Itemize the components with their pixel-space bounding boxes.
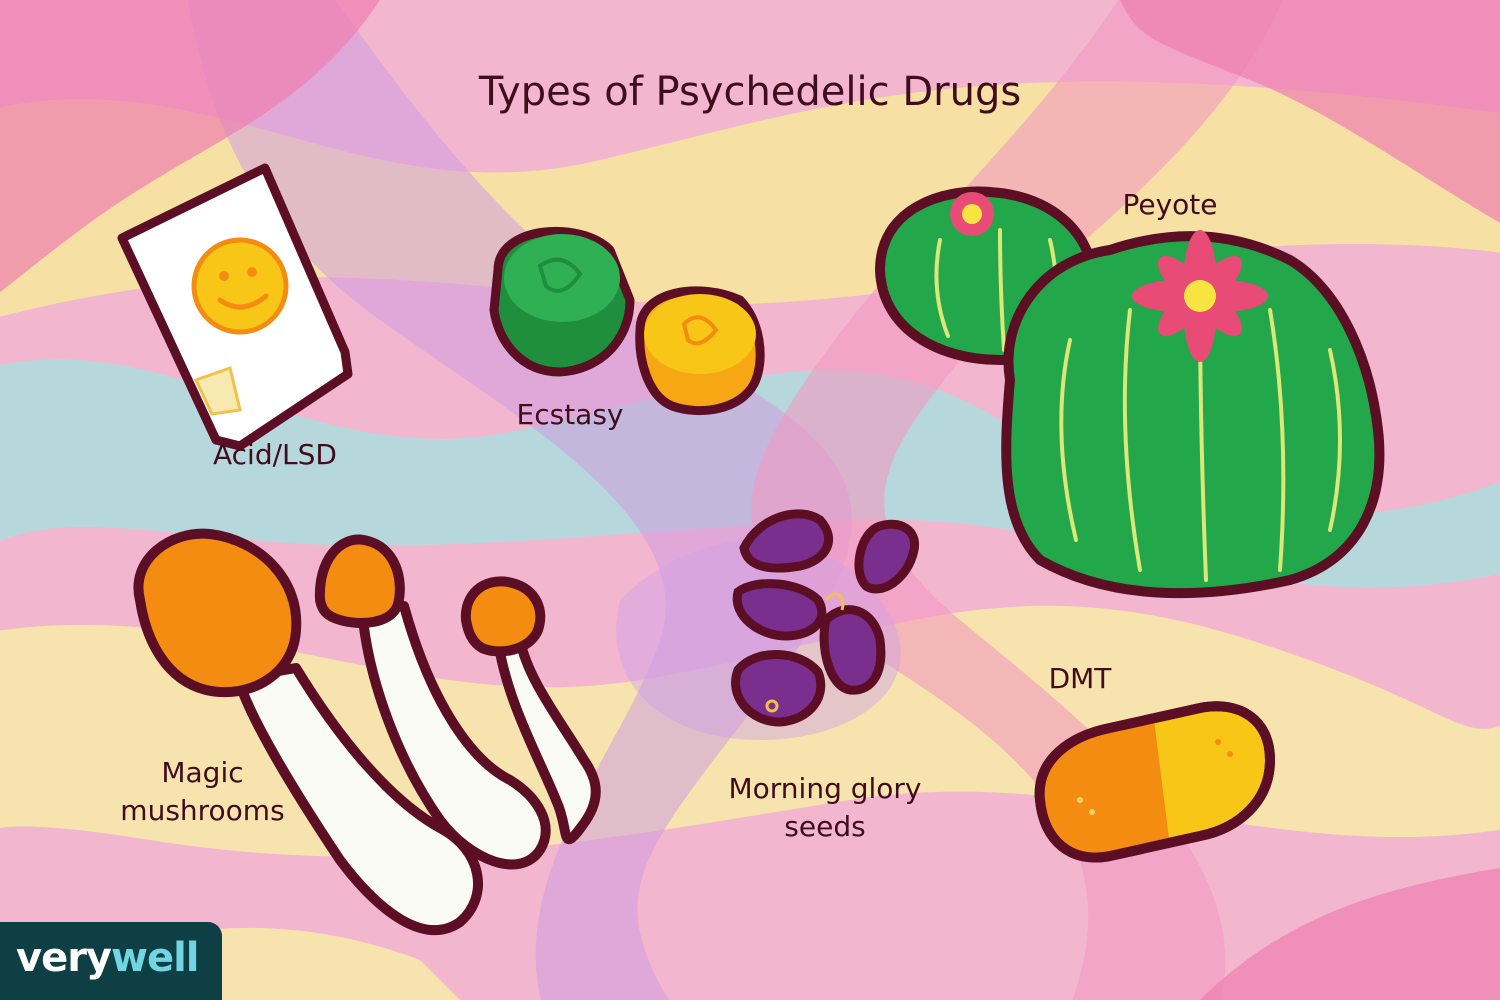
smiley-blotter-icon — [117, 163, 353, 451]
morning-glory-seed-icon — [731, 509, 919, 727]
verywell-logo: verywell — [0, 922, 222, 1000]
ecstasy-label: Ecstasy — [516, 398, 624, 431]
morning-glory-seeds-label-line1: Morning glory — [728, 772, 922, 805]
capsule-icon — [1034, 701, 1276, 863]
peyote-label: Peyote — [1122, 188, 1218, 221]
peyote-cactus-icon — [874, 186, 1385, 599]
acid-lsd-label: Acid/LSD — [213, 438, 337, 471]
title: Types of Psychedelic Drugs — [478, 69, 1022, 115]
magic-mushrooms-label: Magic mushrooms — [95, 754, 310, 830]
magic-mushrooms-label-line2: mushrooms — [120, 794, 285, 827]
verywell-logo-part2: well — [111, 935, 200, 981]
magic-mushroom-icon — [133, 528, 601, 936]
yellow-pill-icon — [635, 286, 765, 416]
magic-mushrooms-label-line1: Magic — [161, 756, 244, 789]
green-pill-icon — [489, 226, 635, 377]
morning-glory-seeds-label-line2: seeds — [784, 810, 866, 843]
dmt-label: DMT — [1048, 662, 1112, 695]
morning-glory-seeds-label: Morning glory seeds — [700, 770, 950, 846]
verywell-logo-part1: very — [16, 935, 112, 981]
